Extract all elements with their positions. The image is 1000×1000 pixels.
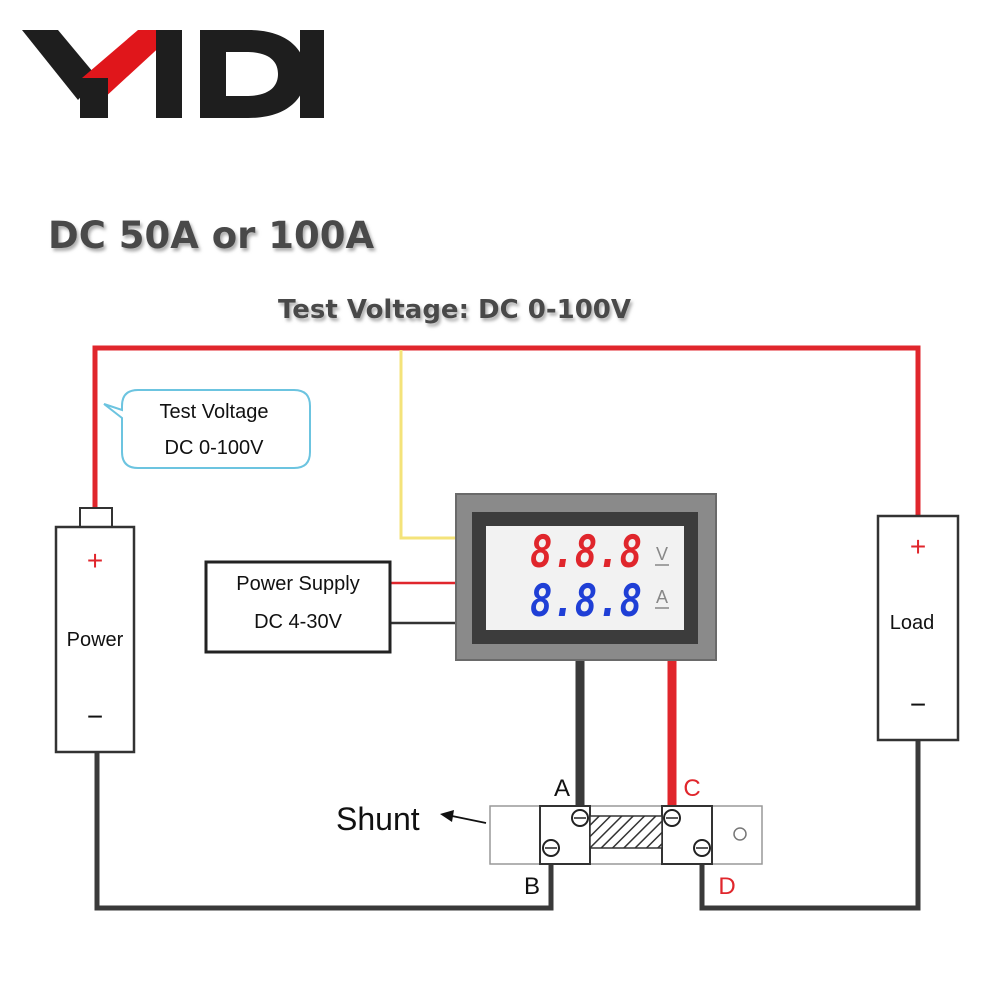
voltage-reading: 8.8.8 xyxy=(530,527,642,578)
logo-letter-y-stem xyxy=(80,78,108,118)
logo-letter-i-2 xyxy=(300,30,324,118)
logo-letter-d xyxy=(200,30,306,118)
load-minus-sign: − xyxy=(910,689,926,720)
terminal-label-d: D xyxy=(718,873,735,900)
shunt-label: Shunt xyxy=(336,801,420,837)
terminal-label-a: A xyxy=(554,775,570,802)
power-supply-box xyxy=(204,560,392,654)
shunt-mount-hole xyxy=(733,827,747,841)
power-supply-line-2: DC 4-30V xyxy=(254,611,342,633)
load-label: Load xyxy=(890,612,935,634)
voltage-unit: V xyxy=(656,544,668,564)
callout-line-1: Test Voltage xyxy=(160,401,269,423)
terminal-screw-d xyxy=(693,839,711,857)
wire-positive-top xyxy=(92,345,921,518)
shunt-arrow-head xyxy=(440,810,454,822)
terminal-label-c: C xyxy=(683,775,700,802)
terminal-label-b: B xyxy=(524,873,540,900)
power-supply: Power Supply DC 4-30V xyxy=(204,560,392,654)
power-terminal-cap xyxy=(79,507,113,529)
meter-screen xyxy=(486,526,684,630)
power-body xyxy=(54,525,136,754)
power-plus-sign: + xyxy=(87,545,103,576)
load-plus-sign: + xyxy=(910,531,926,562)
logo-letter-y-left-arm xyxy=(22,30,98,100)
shunt: A B C D Shunt xyxy=(336,775,763,900)
brand-logo xyxy=(22,30,324,118)
terminal-screw-b xyxy=(542,839,560,857)
current-unit: A xyxy=(656,587,668,607)
terminal-screw-a xyxy=(571,809,589,827)
test-voltage-callout: Test Voltage DC 0-100V xyxy=(103,389,311,469)
wire-negative-bottom xyxy=(94,752,554,911)
power-source: + Power − xyxy=(54,507,136,754)
logo-letter-i-1 xyxy=(156,30,182,118)
power-supply-line-1: Power Supply xyxy=(236,573,359,595)
model-heading: DC 50A or 100A xyxy=(48,214,375,257)
wire-voltage-sense xyxy=(399,350,458,540)
load: + Load − xyxy=(876,514,960,742)
current-reading: 8.8.8 xyxy=(530,576,642,627)
wire-load-negative xyxy=(699,740,921,911)
shunt-arrow-line xyxy=(451,815,487,824)
power-minus-sign: − xyxy=(87,701,103,732)
test-voltage-heading: Test Voltage: DC 0-100V xyxy=(278,295,631,325)
wires xyxy=(92,345,921,911)
callout-bubble xyxy=(103,389,311,469)
shunt-resistor xyxy=(589,815,663,849)
load-body xyxy=(876,514,960,742)
voltmeter-ammeter: 8.8.8 V 8.8.8 A xyxy=(455,493,717,661)
power-label: Power xyxy=(67,629,124,651)
callout-line-2: DC 0-100V xyxy=(165,437,265,459)
terminal-screw-c xyxy=(663,809,681,827)
